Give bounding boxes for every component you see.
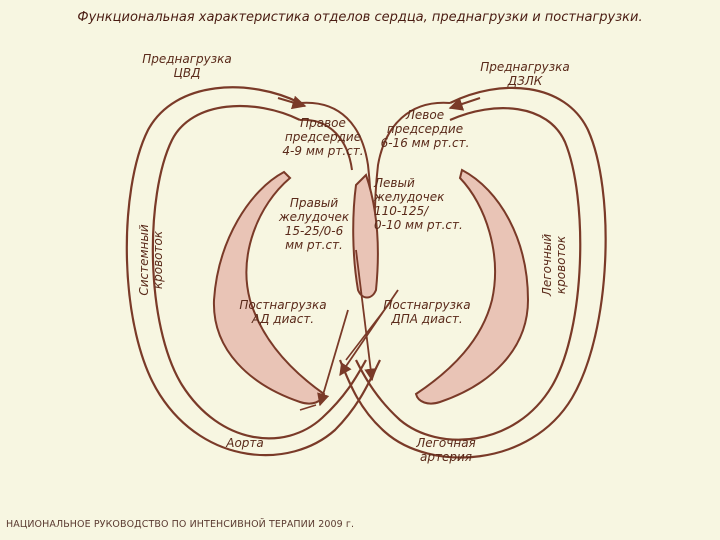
left-atrium-label: Левое предсердие 6-16 мм рт.ст.: [370, 108, 480, 150]
right-atrium-label: Правое предсердие 4-9 мм рт.ст.: [268, 116, 378, 158]
aorta-label: Аорта: [210, 436, 280, 450]
afterload-ad-label: Постнагрузка АД диаст.: [228, 298, 338, 326]
footer-source: НАЦИОНАЛЬНОЕ РУКОВОДСТВО ПО ИНТЕНСИВНОЙ …: [6, 519, 354, 530]
pulmonary-return-arrow: [450, 98, 480, 108]
preload-cvd-label: Преднагрузка ЦВД: [132, 52, 242, 80]
preload-dzlk-label: Преднагрузка ДЗЛК: [470, 60, 580, 88]
pulmonary-flow-label: Легочный кровоток: [540, 220, 580, 310]
pulmonary-artery-label: Легочная артерия: [396, 436, 496, 464]
right-ventricle-label: Правый желудочек 15-25/0-6 мм рт.ст.: [266, 196, 362, 252]
left-ventricle-label: Левый желудочек 110-125/ 0-10 мм рт.ст.: [374, 176, 484, 232]
diagram-title: Функциональная характеристика отделов се…: [0, 10, 720, 25]
systemic-flow-label: Системный кровоток: [137, 215, 177, 305]
aorta-outflow-line: [300, 405, 316, 410]
afterload-dpa-label: Постнагрузка ДПА диаст.: [372, 298, 482, 326]
